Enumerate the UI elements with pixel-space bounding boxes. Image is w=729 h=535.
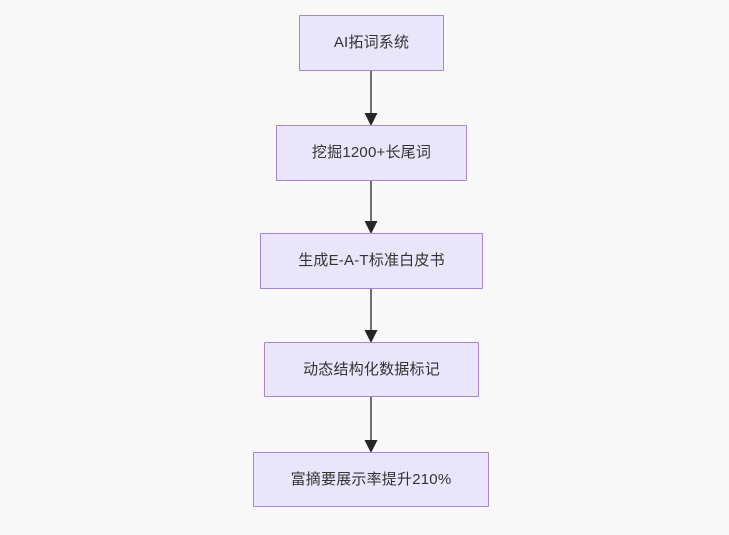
node-label: AI拓词系统 xyxy=(333,34,410,51)
edge-node3-to-node4 xyxy=(364,289,378,343)
edge-node2-to-node3 xyxy=(364,181,378,234)
flowchart-node-dynamic-structured-data-markup[interactable]: 动态结构化数据标记 xyxy=(264,342,479,397)
flowchart-node-mine-longtail-keywords[interactable]: 挖掘1200+长尾词 xyxy=(276,125,467,181)
flowchart-node-generate-eat-whitepaper[interactable]: 生成E-A-T标准白皮书 xyxy=(260,233,483,289)
edge-node4-to-node5 xyxy=(364,397,378,453)
node-label: 生成E-A-T标准白皮书 xyxy=(298,252,445,269)
node-label: 富摘要展示率提升210% xyxy=(290,470,452,488)
node-label: 动态结构化数据标记 xyxy=(303,360,440,378)
flowchart-node-rich-snippet-impression-uplift[interactable]: 富摘要展示率提升210% xyxy=(253,452,489,507)
node-label: 挖掘1200+长尾词 xyxy=(311,144,432,161)
edge-node1-to-node2 xyxy=(364,71,378,126)
flowchart-node-ai-keyword-system[interactable]: AI拓词系统 xyxy=(299,15,444,71)
